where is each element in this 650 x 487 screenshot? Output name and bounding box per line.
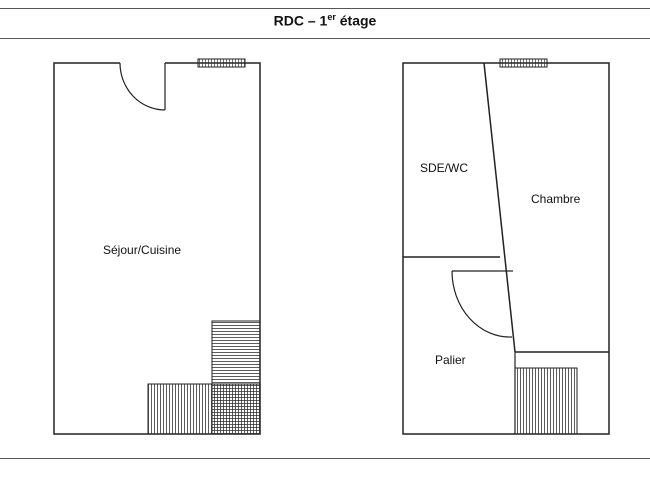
rdc-stairs-upper: [211, 320, 261, 385]
rdc-stairs-lower-left: [147, 383, 213, 435]
title-underline: [0, 38, 650, 39]
room-label-chambre: Chambre: [531, 192, 581, 206]
room-label-sde-wc: SDE/WC: [420, 161, 468, 175]
etage-slanted-wall: [483, 62, 516, 353]
etage-window-icon: [499, 58, 548, 68]
rdc-door-swing: [119, 62, 166, 111]
title-main: RDC – 1: [273, 12, 328, 29]
title-superscript: er: [327, 12, 336, 22]
rdc-stairs-crosshatch: [212, 384, 260, 434]
title-rest: étage: [335, 12, 377, 29]
room-label-palier: Palier: [435, 353, 466, 367]
bottom-frame-line: [0, 458, 650, 459]
etage-stairs: [514, 367, 578, 435]
top-frame-line: [0, 8, 650, 9]
etage-door-swing: [451, 270, 513, 338]
room-label-sejour-cuisine: Séjour/Cuisine: [103, 243, 181, 257]
page-title: RDC – 1er étage: [0, 12, 650, 29]
rdc-window-icon: [197, 58, 246, 68]
etage-plan: SDE/WC Chambre Palier: [402, 58, 610, 435]
rdc-plan: Séjour/Cuisine: [53, 58, 261, 435]
etage-outer-walls: [402, 62, 610, 435]
